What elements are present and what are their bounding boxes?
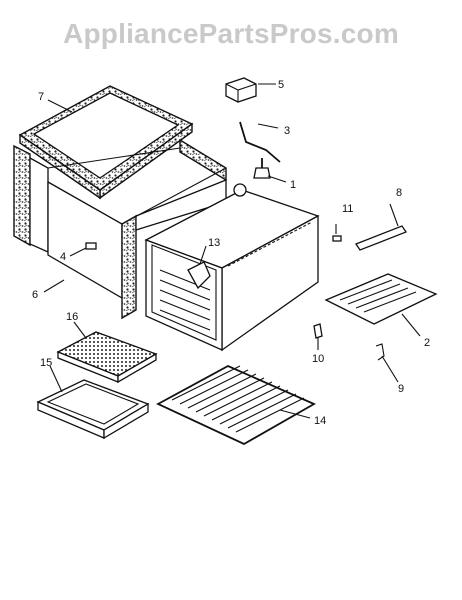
small-clip: [332, 235, 342, 242]
leader-lines: [43, 83, 421, 419]
callout-14: 14: [314, 415, 326, 427]
callout-10: 10: [312, 353, 324, 365]
callout-8: 8: [396, 187, 402, 199]
watermark: AppliancePartsPros.com: [63, 18, 399, 49]
connector-block: [225, 77, 257, 103]
cavity-bracket: [187, 261, 211, 290]
clip-10: [313, 323, 323, 339]
callout-13: 13: [208, 237, 220, 249]
callout-5: 5: [278, 79, 284, 91]
callout-2: 2: [424, 337, 430, 349]
clip-9: [375, 343, 385, 361]
broiler-pan: [36, 379, 150, 440]
callout-7: 7: [38, 91, 44, 103]
side-insulation-wrap: [13, 138, 227, 320]
callout-1: 1: [290, 179, 296, 191]
callout-6: 6: [32, 289, 38, 301]
thermostat-fitting: [253, 158, 271, 179]
element-bracket: [355, 225, 407, 251]
callout-3: 3: [284, 125, 290, 137]
bake-element: [324, 273, 438, 325]
wrap-clip: [85, 242, 97, 250]
callout-4: 4: [60, 251, 66, 263]
callout-11: 11: [342, 203, 353, 215]
callout-9: 9: [398, 383, 404, 395]
oven-rack: [155, 364, 316, 446]
callout-15: 15: [40, 357, 52, 369]
thermostat-tube: [239, 121, 281, 163]
broiler-insert: [56, 331, 158, 384]
callout-16: 16: [66, 311, 78, 323]
